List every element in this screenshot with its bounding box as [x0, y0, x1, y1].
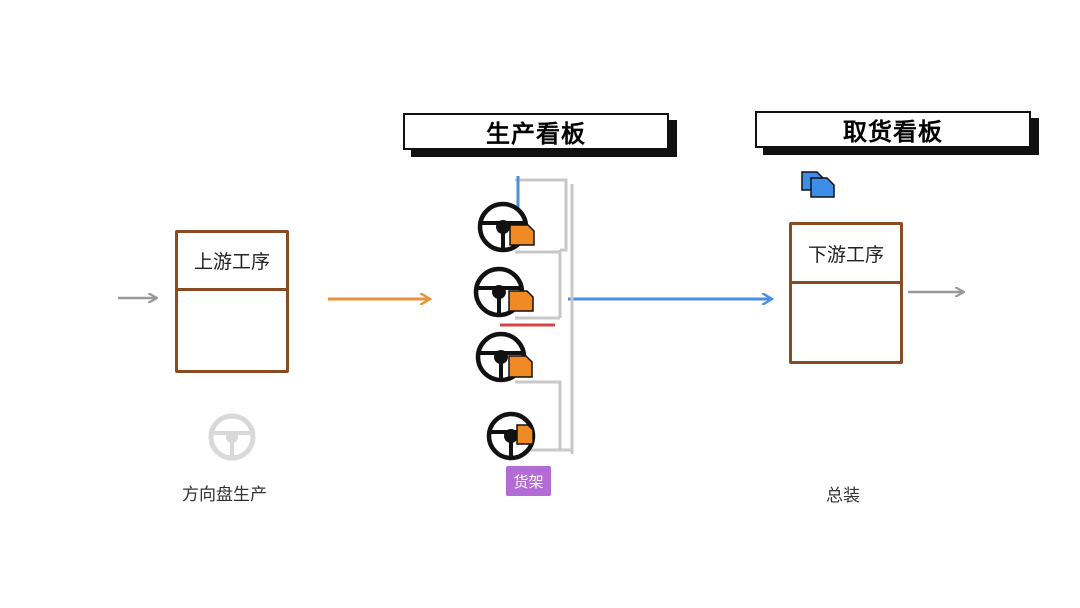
downstream-process-box: 下游工序 — [789, 222, 903, 364]
downstream-caption: 总装 — [826, 486, 860, 506]
rack-label-badge: 货架 — [506, 466, 551, 496]
upstream-caption: 方向盘生产 — [182, 485, 267, 505]
downstream-process-header: 下游工序 — [792, 225, 900, 284]
production-kanban-banner: 生产看板 — [403, 113, 669, 150]
upstream-process-box: 上游工序 — [175, 230, 289, 373]
upstream-process-header: 上游工序 — [178, 233, 286, 291]
rack-frame — [515, 178, 574, 454]
pickup-kanban-banner: 取货看板 — [755, 111, 1031, 148]
